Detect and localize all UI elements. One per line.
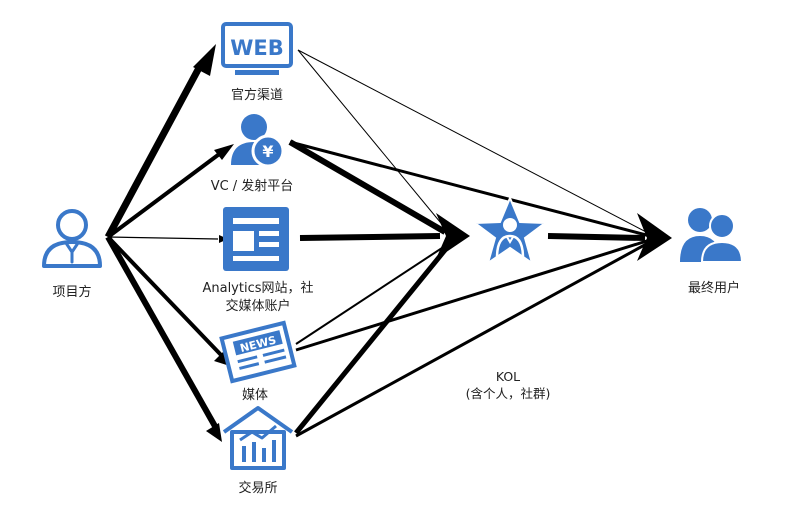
edge-vc-users: [289, 140, 651, 238]
edge-project-exchange: [105, 235, 219, 430]
exchange-node: 交易所: [222, 406, 294, 496]
web-node: WEB 官方渠道: [221, 22, 293, 103]
edge-project-media: [106, 235, 224, 358]
web-label: 官方渠道: [231, 87, 283, 103]
exchange-label: 交易所: [238, 480, 277, 496]
kol-label-line1: KOL: [496, 369, 520, 384]
users-group-icon: [680, 208, 744, 263]
kol-node: KOL (含个人，社群): [466, 195, 551, 401]
arrowhead-kol: [436, 213, 470, 259]
edge-kol-users: [547, 233, 646, 241]
analytics-node: Analytics网站，社 交媒体账户: [202, 207, 314, 314]
project-label: 项目方: [52, 284, 91, 300]
investor-coin-icon: ¥: [231, 114, 285, 168]
project-node: 项目方: [42, 209, 102, 300]
analytics-label-line1: Analytics网站，社: [202, 280, 313, 296]
edge-web-kol: [297, 49, 446, 229]
exchange-building-icon: [222, 406, 294, 470]
person-tie-icon: [42, 209, 102, 268]
edge-exchange-users: [295, 240, 651, 438]
newspaper-icon: NEWS: [219, 320, 297, 384]
edge-vc-kol: [288, 139, 447, 235]
vc-label: VC / 发射平台: [211, 178, 294, 194]
connections: [104, 49, 651, 438]
vc-node: ¥ VC / 发射平台: [211, 114, 294, 194]
arrowhead-web: [193, 44, 216, 76]
edge-exchange-kol: [294, 248, 447, 435]
edge-project-web: [104, 64, 204, 239]
dashboard-icon: [223, 207, 289, 271]
edge-project-vc: [106, 150, 224, 239]
analytics-label-line2: 交媒体账户: [225, 298, 290, 314]
web-icon-text: WEB: [230, 36, 284, 60]
edge-project-analytics: [107, 236, 219, 240]
arrowhead-exchange: [206, 423, 222, 442]
web-monitor-icon: WEB: [221, 22, 293, 75]
star-person-icon: [472, 195, 548, 266]
kol-label-line2: (含个人，社群): [466, 386, 551, 401]
end-users-label: 最终用户: [688, 280, 740, 296]
end-users-node: 最终用户: [680, 208, 744, 296]
media-node: NEWS 媒体: [219, 320, 297, 403]
edge-web-users: [297, 49, 651, 235]
edge-media-users: [295, 238, 651, 352]
media-label: 媒体: [242, 388, 268, 403]
arrowheads: [193, 44, 672, 442]
arrowhead-users: [637, 213, 672, 261]
yen-symbol: ¥: [262, 142, 273, 161]
edge-media-kol: [295, 245, 446, 345]
arrowhead-vc: [214, 144, 234, 160]
edge-analytics-kol: [299, 233, 441, 241]
